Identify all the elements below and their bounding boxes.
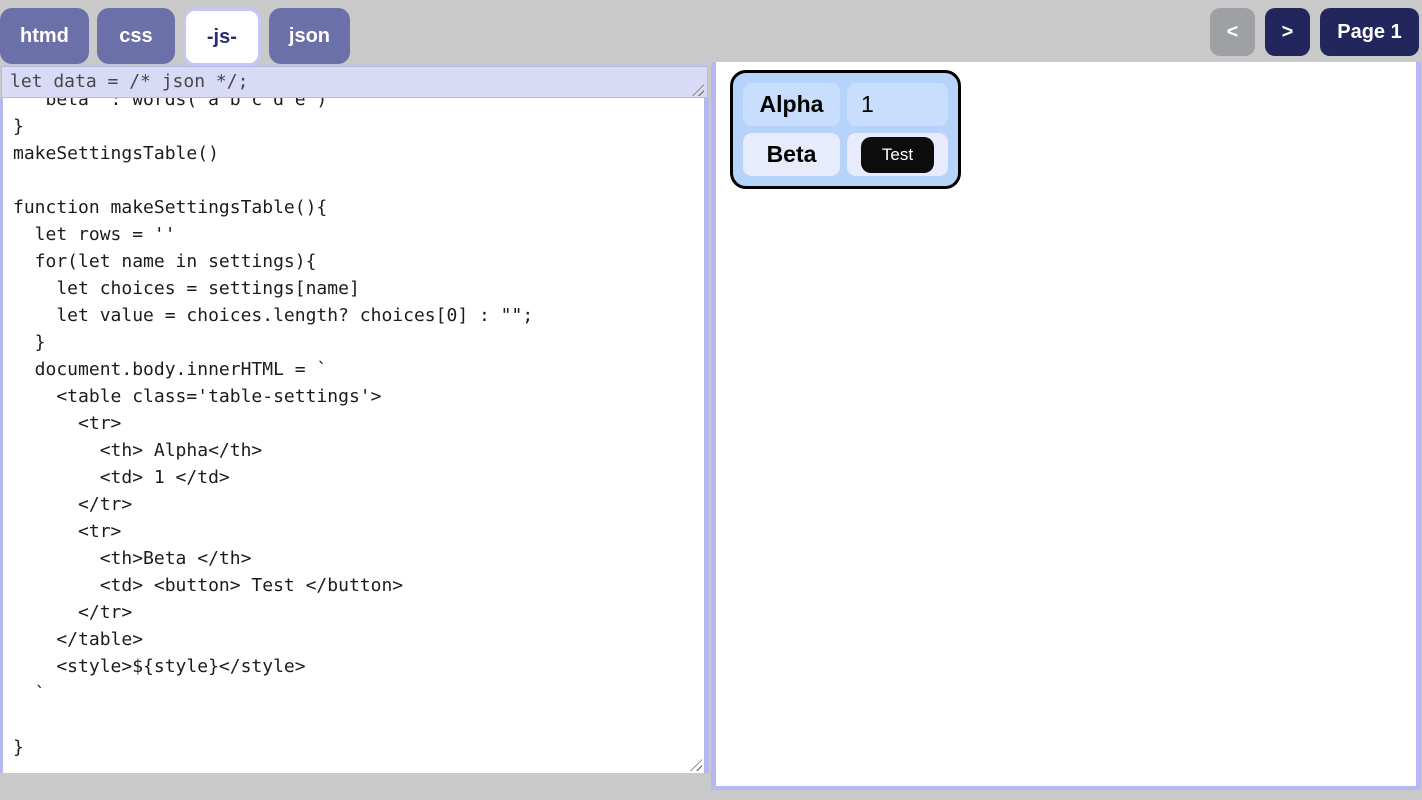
- preview-pane: Alpha 1 Beta Test: [711, 62, 1421, 790]
- tab-htmd[interactable]: htmd: [0, 8, 89, 64]
- page-navigation: < > Page 1: [1210, 8, 1419, 56]
- settings-table: Alpha 1 Beta Test: [730, 70, 961, 189]
- page-indicator-button[interactable]: Page 1: [1320, 8, 1419, 56]
- pinned-first-line-textarea[interactable]: let data = /* json */;: [1, 66, 708, 98]
- settings-grid: Alpha 1 Beta Test: [743, 83, 948, 176]
- tab-js[interactable]: -js-: [182, 8, 261, 66]
- tab-css[interactable]: css: [96, 8, 175, 64]
- tab-json[interactable]: json: [268, 8, 351, 64]
- settings-row-value-alpha: 1: [847, 83, 948, 126]
- test-button[interactable]: Test: [860, 136, 935, 173]
- next-page-button[interactable]: >: [1265, 8, 1310, 56]
- settings-row-header-beta: Beta: [743, 133, 840, 176]
- top-toolbar: htmd css -js- json < > Page 1: [0, 0, 1422, 66]
- settings-row-value-beta: Test: [847, 133, 948, 176]
- settings-row-header-alpha: Alpha: [743, 83, 840, 126]
- js-code-text: 'beta' : words('a b c d e') } makeSettin…: [13, 98, 534, 758]
- js-code-textarea[interactable]: 'beta' : words('a b c d e') } makeSettin…: [0, 98, 709, 773]
- prev-page-button[interactable]: <: [1210, 8, 1255, 56]
- editor-tab-bar: htmd css -js- json: [0, 8, 351, 66]
